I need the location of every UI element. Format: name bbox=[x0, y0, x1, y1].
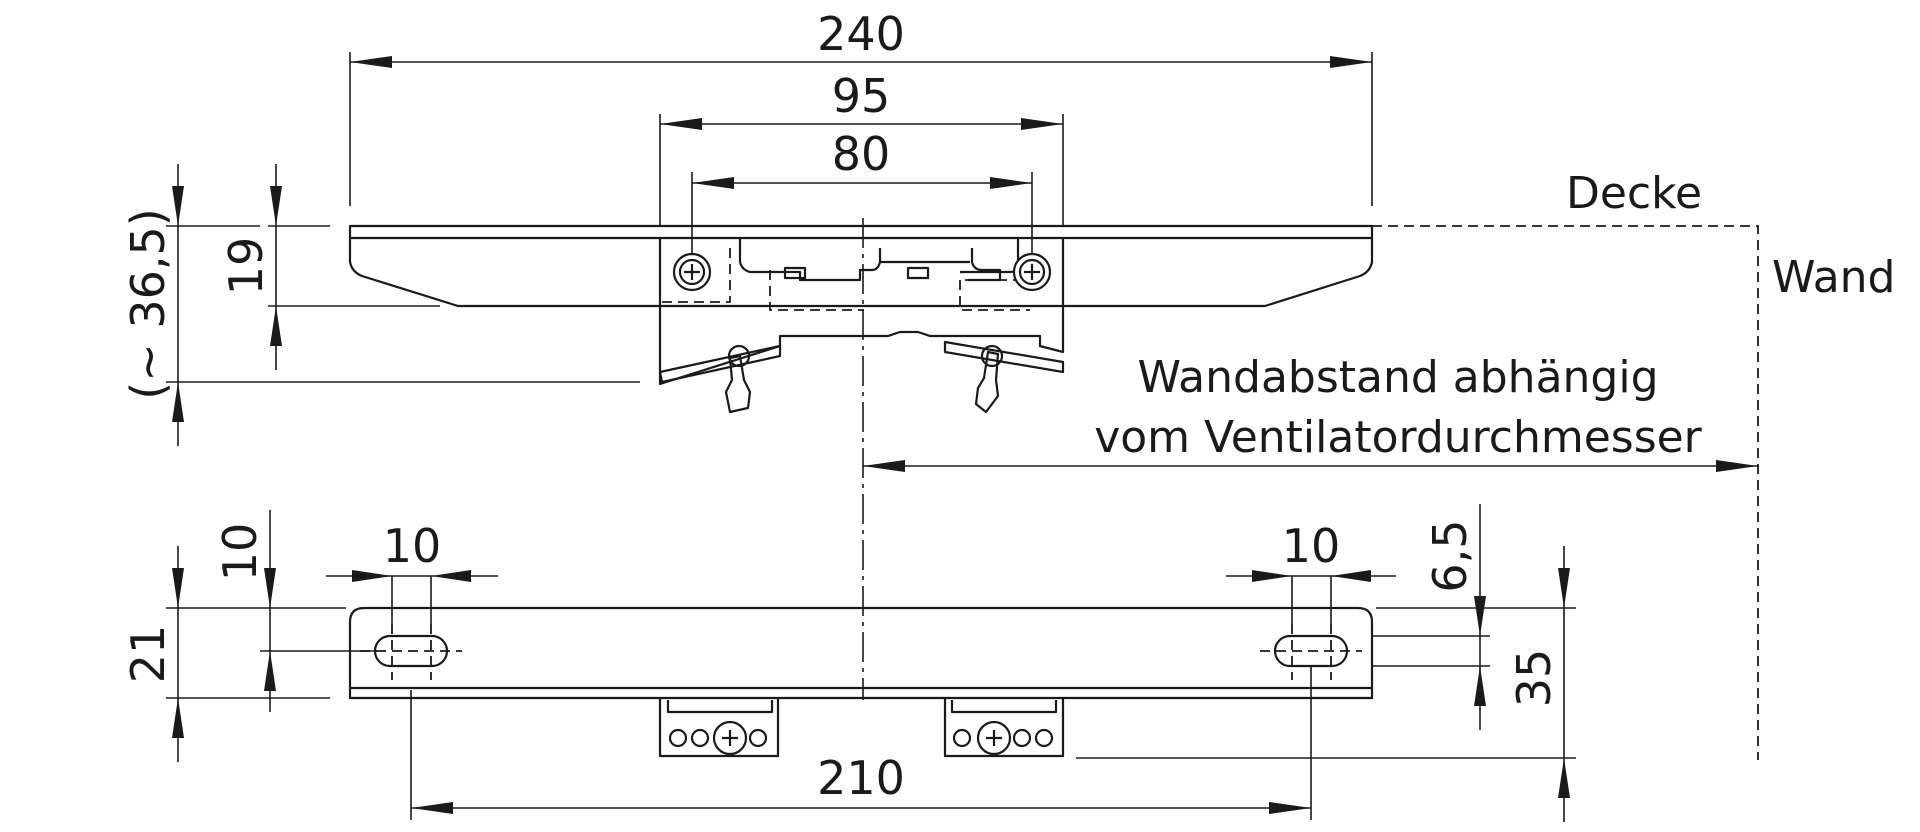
dim-total-width-label: 240 bbox=[817, 7, 905, 61]
dim-slot-depth-label: 35 bbox=[1507, 649, 1561, 708]
dim-plate-height-label: 19 bbox=[219, 237, 273, 296]
screw-icon bbox=[976, 720, 1012, 756]
dim-slot-offset-label: 6,5 bbox=[1423, 519, 1477, 592]
dim-outer-span-label: 95 bbox=[832, 69, 891, 123]
dim-slot-width-right-label: 10 bbox=[1282, 519, 1341, 573]
dim-plate-height: 19 bbox=[219, 164, 440, 370]
dim-overall-height: (~ 36,5) bbox=[121, 164, 640, 446]
dim-top-offset-label: 10 bbox=[213, 523, 267, 582]
ceiling-wall-outline bbox=[1372, 225, 1759, 760]
dim-hole-distance: 210 bbox=[410, 666, 1312, 820]
dim-wall-distance: Wandabstand abhängig vom Ventilatordurch… bbox=[863, 352, 1758, 472]
dim-total-width: 240 bbox=[349, 7, 1373, 206]
dim-inner-span-label: 80 bbox=[832, 127, 891, 181]
ceiling-label: Decke bbox=[1566, 168, 1702, 219]
dim-slot-offset: 6,5 bbox=[1372, 504, 1490, 730]
dim-inner-span: 80 bbox=[691, 127, 1033, 254]
plan-view bbox=[348, 606, 1374, 758]
dim-slot-depth: 35 bbox=[1076, 546, 1576, 822]
dim-outer-span: 95 bbox=[659, 69, 1064, 226]
side-view bbox=[348, 224, 1374, 414]
wall-label: Wand bbox=[1772, 252, 1895, 303]
dim-slot-width-left-label: 10 bbox=[383, 519, 442, 573]
dim-overall-height-label: (~ 36,5) bbox=[121, 208, 175, 399]
screw-icon bbox=[672, 252, 712, 292]
screw-icon bbox=[1012, 252, 1052, 292]
dim-top-offset: 10 bbox=[213, 510, 378, 712]
wall-distance-note-line2: vom Ventilatordurchmesser bbox=[1094, 412, 1702, 463]
wall-distance-note-line1: Wandabstand abhängig bbox=[1137, 352, 1658, 403]
dim-bar-height: 21 bbox=[121, 546, 346, 762]
screw-icon bbox=[712, 720, 748, 756]
dim-hole-distance-label: 210 bbox=[817, 751, 905, 805]
dim-slot-width-left: 10 bbox=[326, 519, 498, 624]
dim-slot-width-right: 10 bbox=[1226, 519, 1396, 624]
dim-bar-height-label: 21 bbox=[121, 625, 175, 684]
